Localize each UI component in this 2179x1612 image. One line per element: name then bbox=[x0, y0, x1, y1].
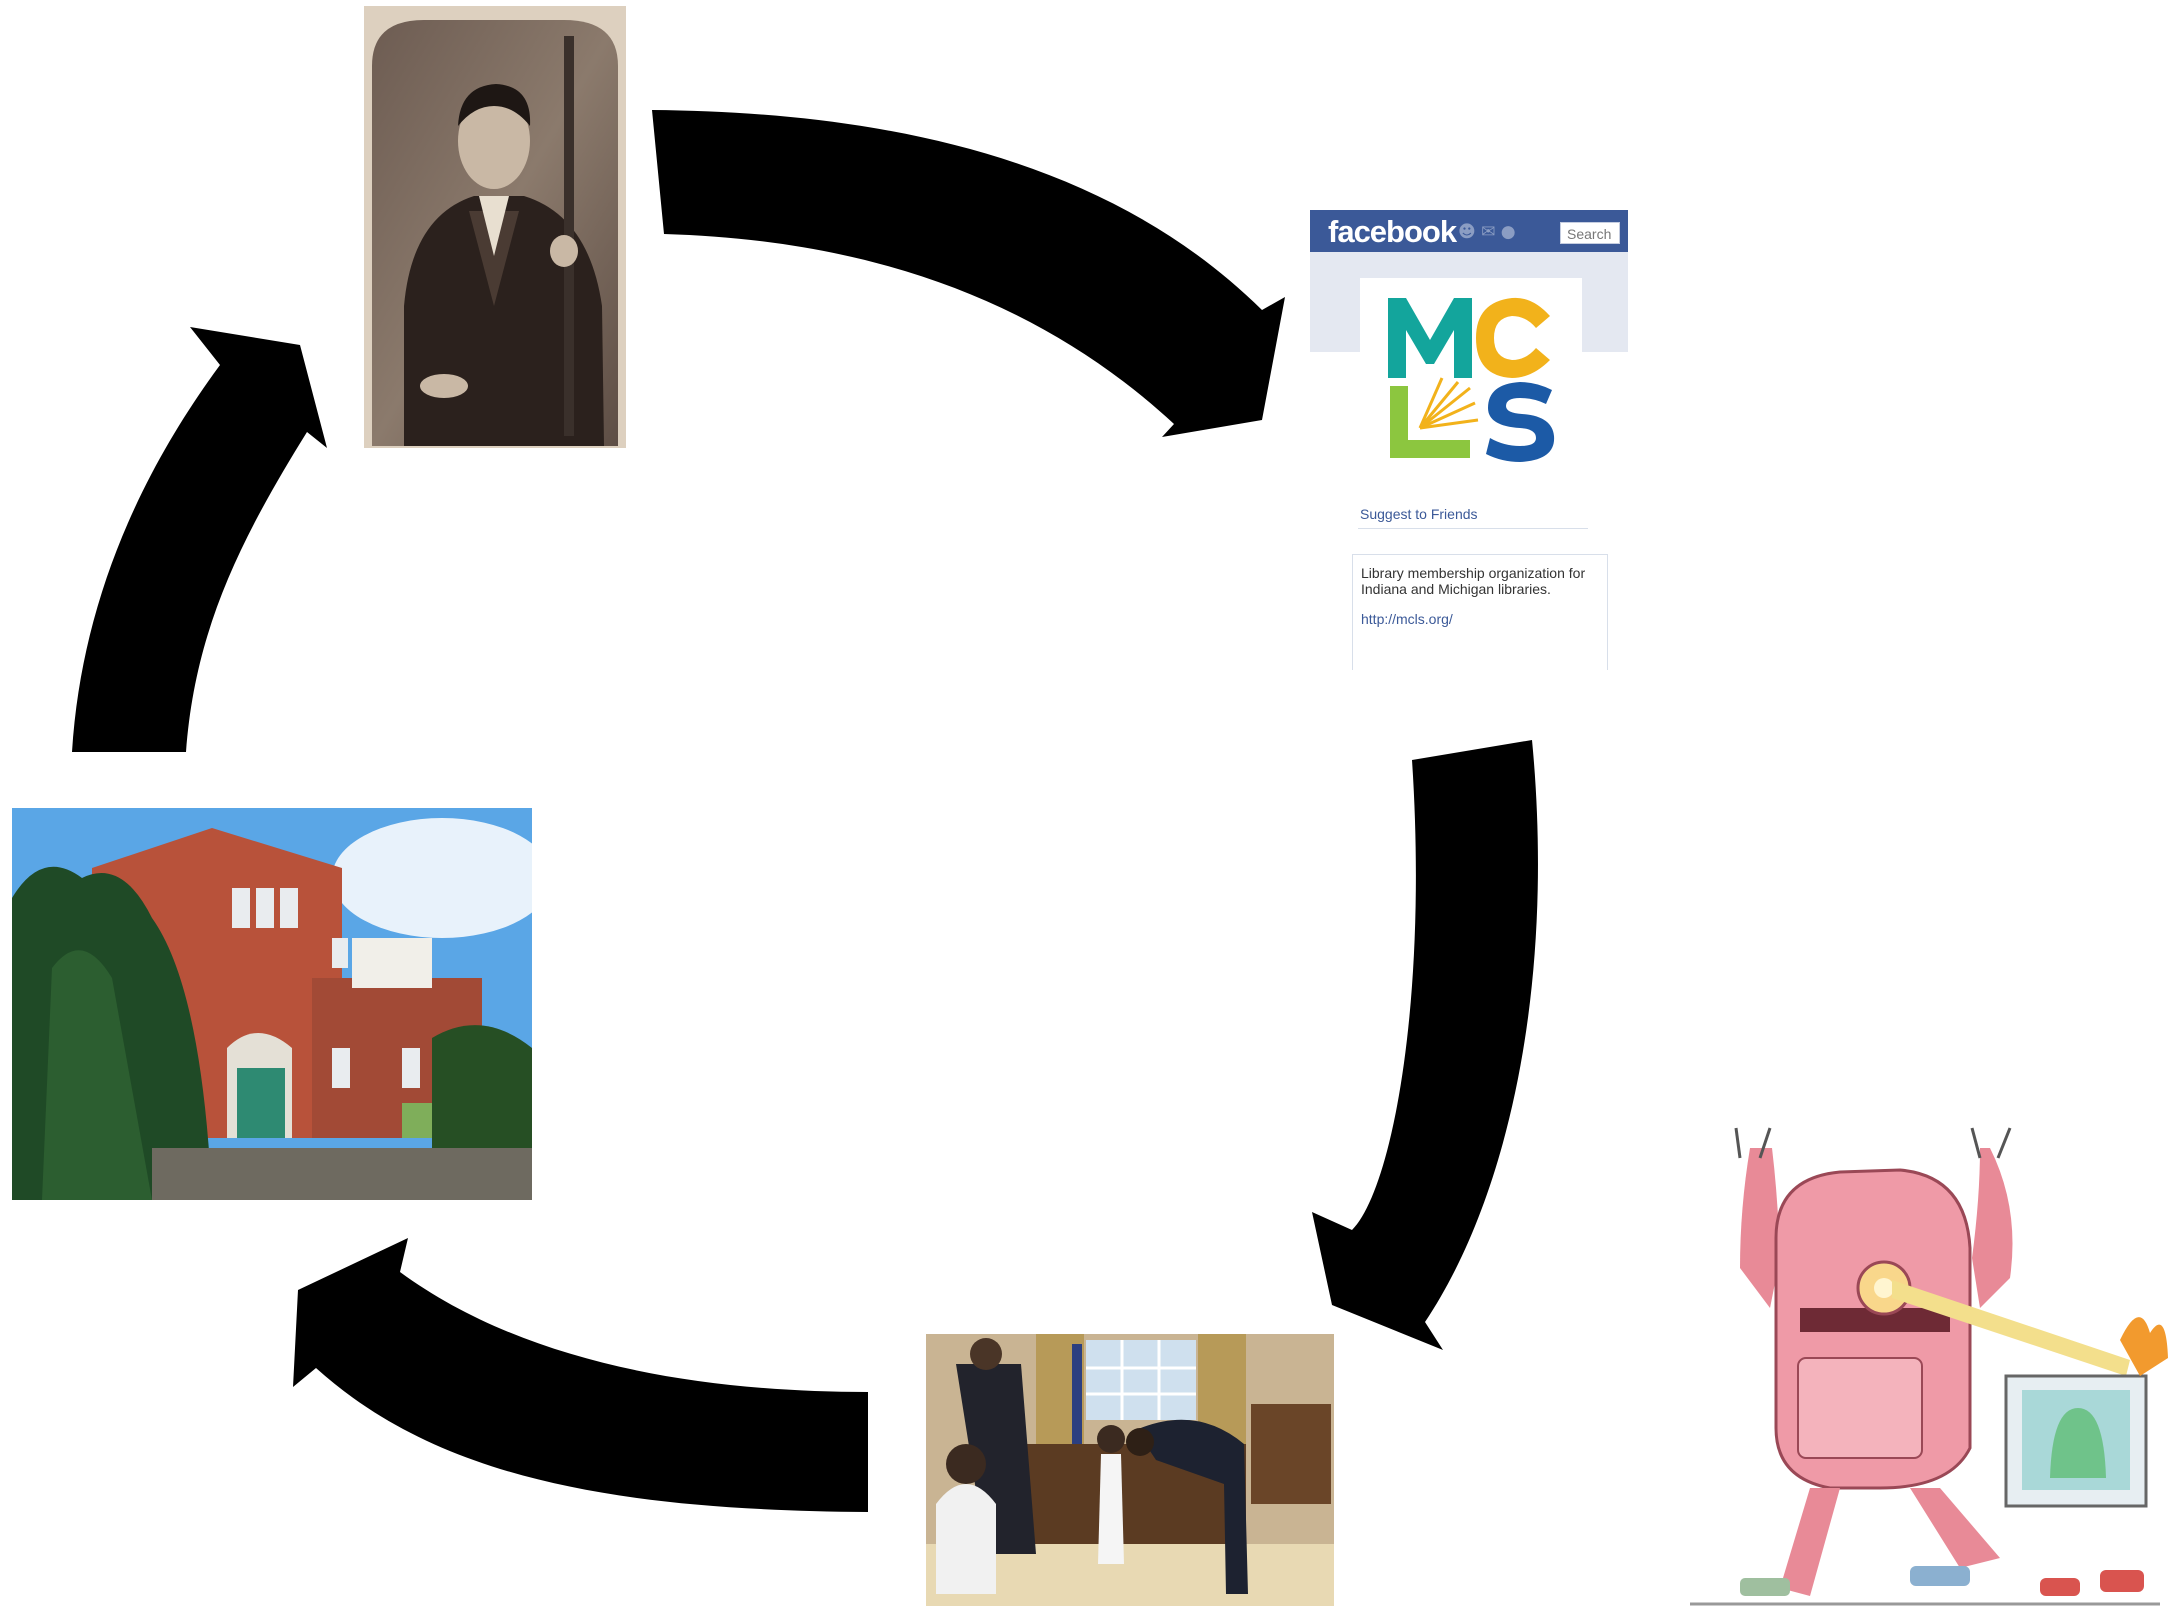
facebook-logo: facebook bbox=[1328, 214, 1457, 249]
facebook-page-card: facebook ☻ ✉ ● Search Suggest to Friends bbox=[1310, 210, 1628, 670]
divider bbox=[1358, 528, 1588, 529]
vintage-portrait-icon bbox=[372, 20, 618, 446]
portrait-photo bbox=[364, 6, 626, 448]
mcls-logo bbox=[1360, 278, 1582, 478]
arrow-office-to-library bbox=[293, 1238, 868, 1512]
page-description: Library membership organization for Indi… bbox=[1361, 565, 1586, 597]
library-building-photo bbox=[12, 808, 532, 1200]
brick-building-icon bbox=[12, 808, 532, 1200]
suggest-to-friends-link[interactable]: Suggest to Friends bbox=[1360, 506, 1478, 522]
robot-cartoon-illustration bbox=[1680, 1108, 2176, 1608]
facebook-nav-icons: ☻ ✉ ● bbox=[1458, 222, 1516, 242]
facebook-info-box: Library membership organization for Indi… bbox=[1352, 554, 1608, 670]
facebook-header-bar: facebook ☻ ✉ ● Search bbox=[1310, 210, 1628, 252]
facebook-search-input[interactable]: Search bbox=[1560, 222, 1620, 244]
website-link[interactable]: http://mcls.org/ bbox=[1361, 611, 1453, 627]
arrow-facebook-to-office bbox=[1312, 740, 1538, 1350]
mcls-logo-icon bbox=[1388, 297, 1555, 462]
robot-attack-icon bbox=[1690, 1127, 2168, 1606]
arrow-library-to-portrait bbox=[72, 327, 327, 752]
arrow-portrait-to-facebook bbox=[652, 110, 1285, 437]
office-visit-photo bbox=[926, 1334, 1334, 1606]
office-scene-icon bbox=[926, 1334, 1334, 1606]
